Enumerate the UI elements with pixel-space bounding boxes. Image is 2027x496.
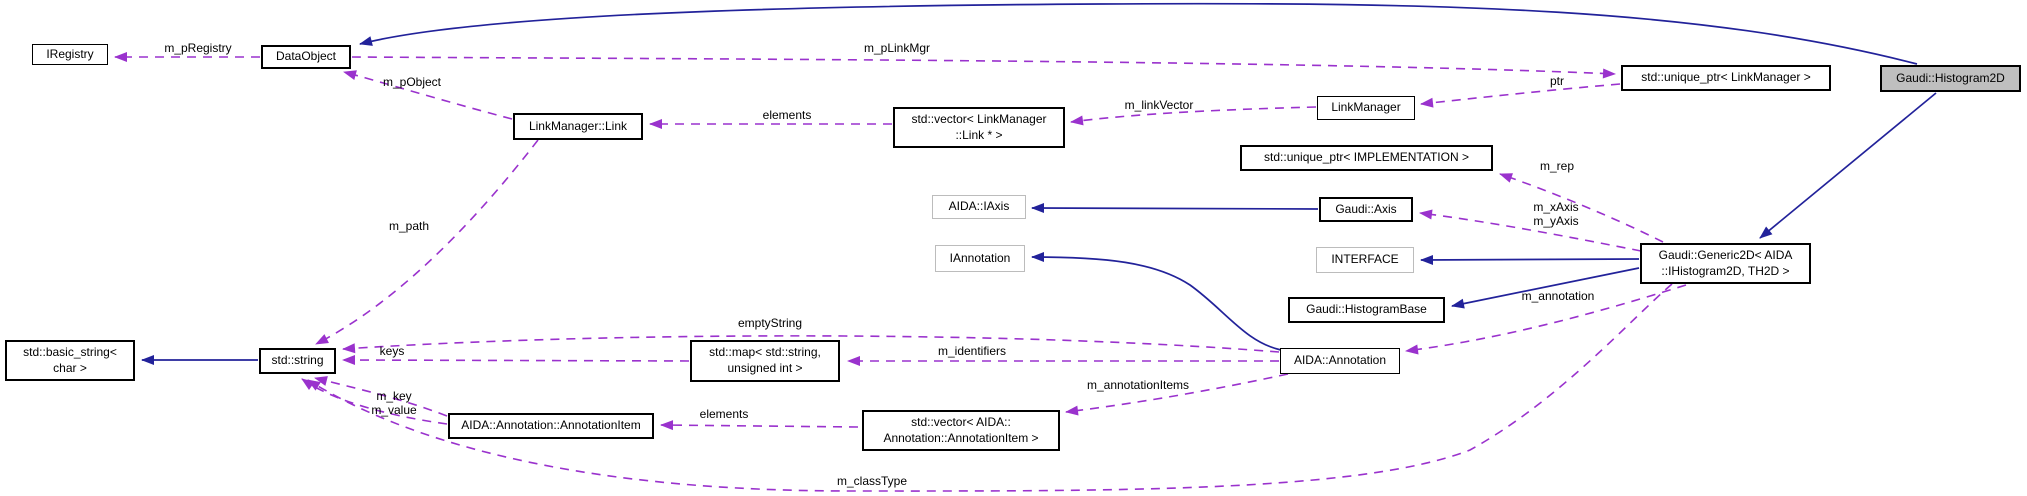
edge-generic2d-interface	[1420, 254, 1640, 265]
edge-annotationitem-string-mkey	[314, 376, 448, 417]
edge-label-m-pregistry: m_pRegistry	[164, 41, 232, 56]
node-vector-linkmanager-link[interactable]: std::vector< LinkManager ::Link * >	[893, 107, 1065, 148]
edge-link-dataobject	[343, 70, 513, 120]
edge-label-m-linkvector: m_linkVector	[1124, 98, 1194, 113]
edge-annotation-string-emptystring	[342, 335, 1280, 354]
edge-generic2d-axis	[1419, 209, 1642, 252]
edge-label-m-annotationitems: m_annotationItems	[1086, 378, 1190, 393]
node-linkmanager-link[interactable]: LinkManager::Link	[513, 113, 643, 140]
edge-map-string-keys	[342, 355, 690, 366]
edge-label-m-axes: m_xAxis m_yAxis	[1533, 200, 1579, 228]
node-aida-iaxis: AIDA::IAxis	[932, 195, 1026, 219]
node-gaudi-histogrambase[interactable]: Gaudi::HistogramBase	[1288, 297, 1445, 323]
edge-annotation-vectoritems	[1065, 373, 1289, 416]
node-std-map[interactable]: std::map< std::string, unsigned int >	[690, 340, 840, 382]
node-iannotation: IAnnotation	[935, 245, 1025, 272]
node-std-string[interactable]: std::string	[259, 348, 336, 374]
edge-label-m-rep: m_rep	[1539, 159, 1575, 174]
edge-label-keys: keys	[379, 344, 405, 359]
node-gaudi-axis[interactable]: Gaudi::Axis	[1319, 197, 1413, 222]
edge-generic2d-annotation	[1405, 284, 1687, 355]
edge-uptrlinkmanager-linkmanager	[1420, 83, 1621, 108]
edge-label-m-identifiers: m_identifiers	[937, 344, 1007, 359]
node-std-basic-string[interactable]: std::basic_string< char >	[5, 340, 135, 381]
node-gaudi-generic2d[interactable]: Gaudi::Generic2D< AIDA ::IHistogram2D, T…	[1640, 243, 1811, 284]
edge-label-m-classtype: m_classType	[836, 474, 908, 489]
edge-label-elements-links: elements	[762, 108, 812, 123]
edge-axis-iaxis	[1031, 203, 1319, 214]
edge-annotation-iannotation	[1031, 252, 1282, 351]
edge-label-m-pobject: m_pObject	[382, 75, 442, 90]
edge-label-elements-items: elements	[699, 407, 749, 422]
edge-label-ptr: ptr	[1549, 74, 1565, 89]
edge-vectoritems-annotationitem	[660, 420, 859, 431]
edge-label-m-plinkmgr: m_pLinkMgr	[863, 41, 931, 56]
node-iregistry: IRegistry	[32, 44, 108, 65]
edge-label-m-key-value: m_key m_value	[371, 389, 417, 417]
node-interface: INTERFACE	[1316, 247, 1414, 273]
node-annotation-item[interactable]: AIDA::Annotation::AnnotationItem	[448, 413, 654, 439]
edge-linkmanager-vectorlink	[1070, 106, 1317, 126]
node-dataobject[interactable]: DataObject	[261, 45, 351, 69]
edge-label-emptystring: emptyString	[737, 316, 803, 331]
edge-generic2d-histogrambase	[1451, 267, 1640, 309]
node-unique-ptr-linkmanager[interactable]: std::unique_ptr< LinkManager >	[1621, 65, 1831, 91]
edge-link-string-mpath	[315, 139, 539, 345]
edge-dataobject-uptrlinkmanager	[351, 56, 1616, 79]
node-vector-annotation-item[interactable]: std::vector< AIDA:: Annotation::Annotati…	[862, 410, 1060, 451]
node-aida-annotation[interactable]: AIDA::Annotation	[1280, 348, 1400, 374]
edge-label-m-annotation: m_annotation	[1521, 289, 1595, 304]
edge-generic2d-string-mclasstype	[307, 283, 1673, 492]
edge-annotationitem-string-mvalue	[301, 378, 448, 425]
node-linkmanager[interactable]: LinkManager	[1317, 96, 1415, 120]
edge-label-m-path: m_path	[388, 219, 430, 234]
node-unique-ptr-implementation[interactable]: std::unique_ptr< IMPLEMENTATION >	[1240, 145, 1493, 171]
node-gaudi-histogram2d: Gaudi::Histogram2D	[1880, 65, 2021, 92]
edge-generic2d-uptrimplementation	[1499, 173, 1664, 243]
edge-histogram2d-dataobject	[359, 2, 1918, 65]
edge-histogram2d-generic2d	[1759, 92, 1937, 239]
